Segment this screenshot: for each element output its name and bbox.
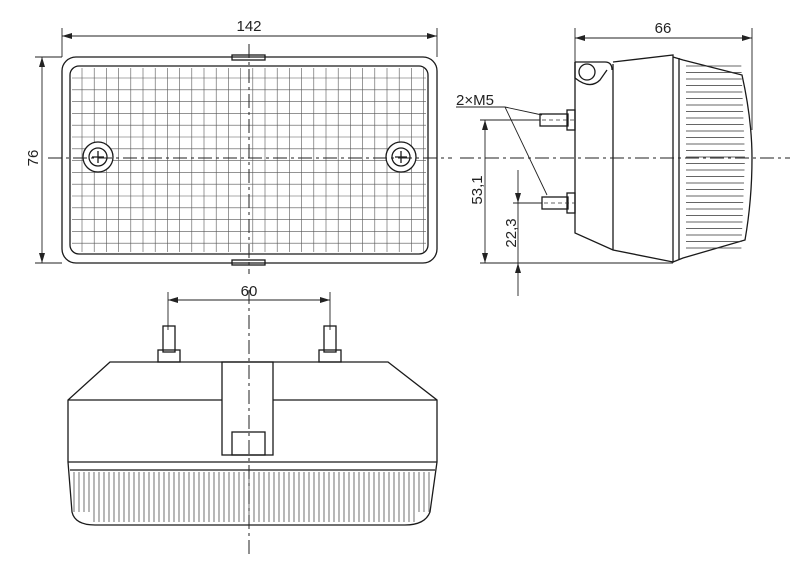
- stud-lower: [541, 192, 576, 214]
- stud-upper: [539, 109, 576, 131]
- label-studs: 2×M5: [456, 92, 494, 109]
- dimension-lower-stud: 22,3: [503, 218, 520, 247]
- screw-icon: [82, 141, 114, 173]
- front-view: 142 76: [25, 18, 452, 274]
- lens-ribs: [73, 472, 430, 522]
- bottom-view: 60: [67, 283, 438, 556]
- side-view: 66 2×M5 53,1 22,3: [456, 20, 790, 296]
- dimension-height: 76: [25, 150, 42, 167]
- lens-ribs: [686, 65, 745, 249]
- dimension-upper-stud: 53,1: [469, 175, 486, 204]
- stud-left: [157, 325, 181, 363]
- dimension-stud-spacing: 60: [241, 283, 258, 300]
- screw-icon: [385, 141, 417, 173]
- dimension-width: 142: [236, 18, 261, 35]
- dimension-depth: 66: [655, 20, 672, 37]
- stud-right: [318, 325, 342, 363]
